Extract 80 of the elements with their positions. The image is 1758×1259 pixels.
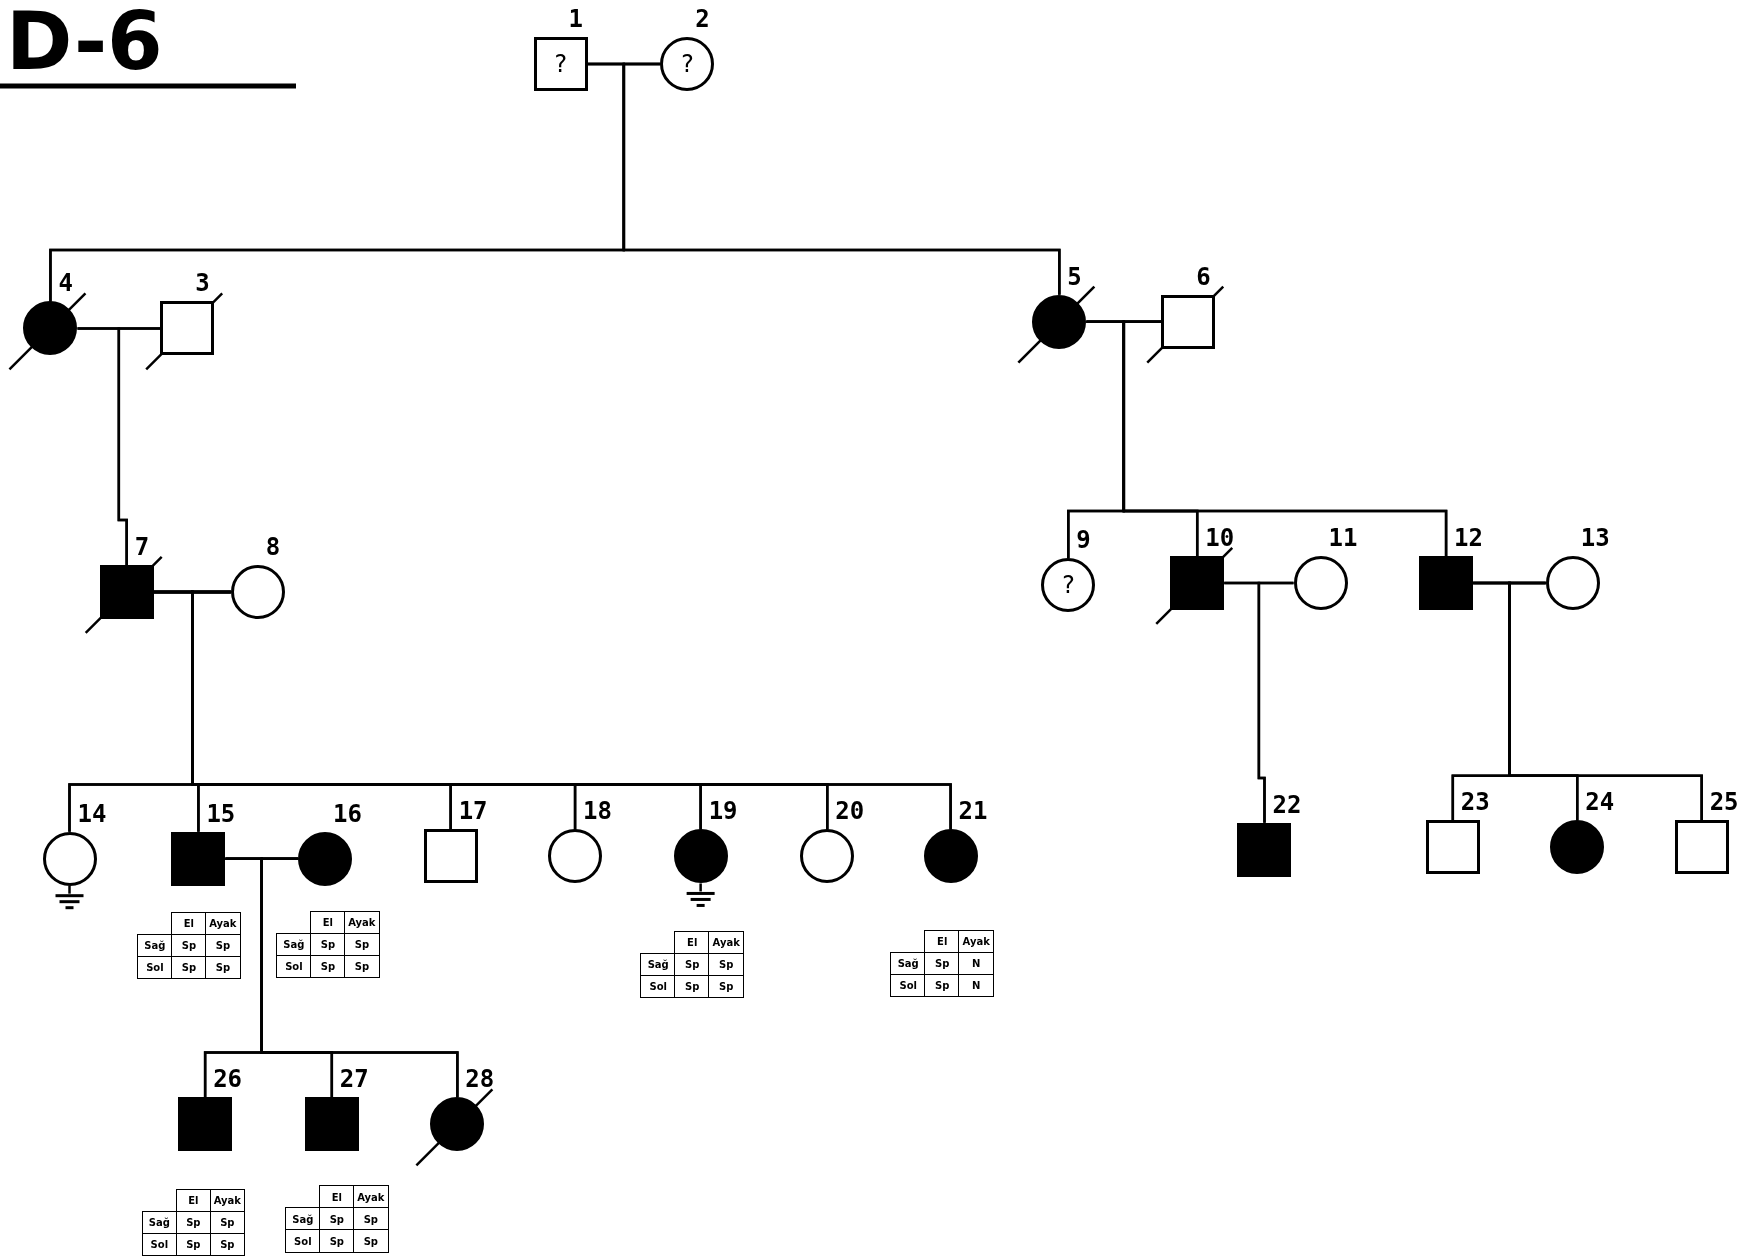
table-header-cell: Ayak <box>708 930 744 955</box>
individual-number: 26 <box>213 1067 243 1092</box>
individual-number: 9 <box>1076 528 1091 553</box>
male-symbol <box>1237 822 1292 877</box>
female-symbol <box>430 1097 485 1152</box>
individual-number: 22 <box>1272 792 1302 817</box>
table-cell: Sp <box>205 933 241 958</box>
table-cell: N <box>958 973 994 998</box>
descent-line <box>1508 581 1703 821</box>
individual-number: 18 <box>583 799 612 824</box>
table-cell: Sp <box>353 1229 389 1253</box>
individual-number: 1 <box>568 6 583 31</box>
male-symbol <box>99 564 154 619</box>
male-symbol <box>1419 555 1474 610</box>
individual-number: 24 <box>1585 790 1615 815</box>
individual-number: 3 <box>195 271 210 296</box>
table-row-header-cell: Sol <box>285 1229 321 1253</box>
individual-number: 28 <box>465 1067 495 1092</box>
table-header-cell: El <box>924 929 960 954</box>
male-symbol <box>533 36 588 91</box>
unknown-status-mark: ? <box>678 51 696 76</box>
individual-number: 16 <box>333 801 362 826</box>
table-row-header-cell: Sağ <box>640 952 676 977</box>
individual-number: 11 <box>1328 525 1358 550</box>
male-symbol <box>1161 294 1216 349</box>
descent-line <box>1257 581 1294 823</box>
pedigree-title: D-6 <box>6 2 163 82</box>
table-header-cell: El <box>674 930 710 955</box>
table-row-header-cell: Sağ <box>141 1210 178 1235</box>
male-symbol <box>171 831 226 886</box>
table-cell: Sp <box>344 932 380 957</box>
table-cell: Sp <box>205 955 241 980</box>
individual-number: 12 <box>1454 525 1483 550</box>
descent-line <box>117 327 161 565</box>
male-symbol <box>1674 820 1729 875</box>
individual-number: 7 <box>134 534 150 559</box>
individual-number: 6 <box>1196 264 1211 289</box>
individual-number: 10 <box>1205 525 1235 550</box>
individual-number: 8 <box>265 534 281 559</box>
table-cell: Sp <box>319 1229 355 1253</box>
individual-number: 14 <box>77 801 107 826</box>
individual-number: 27 <box>339 1067 369 1092</box>
individual-number: 21 <box>958 799 988 824</box>
male-symbol <box>1170 555 1225 610</box>
table-header-cell: Ayak <box>958 929 994 954</box>
unknown-status-mark: ? <box>1060 573 1077 598</box>
unknown-status-mark: ? <box>552 51 569 76</box>
table-cell: Sp <box>344 954 380 979</box>
table-row-header-cell: Sağ <box>890 951 926 976</box>
individual-number: 23 <box>1460 790 1490 815</box>
individual-number: 17 <box>458 799 488 824</box>
female-symbol <box>1032 294 1087 349</box>
individual-number: 25 <box>1709 790 1739 815</box>
table-row-header-cell: Sol <box>141 1232 178 1257</box>
male-symbol <box>304 1097 359 1152</box>
table-cell: Sp <box>708 952 744 977</box>
male-symbol <box>178 1097 233 1152</box>
male-symbol <box>160 301 215 356</box>
table-header-cell: Ayak <box>353 1185 389 1209</box>
individual-number: 13 <box>1580 525 1610 550</box>
female-symbol <box>23 301 78 356</box>
individual-number: 15 <box>206 801 236 826</box>
individual-number: 5 <box>1067 264 1082 289</box>
table-row-header-cell: Sağ <box>137 933 173 958</box>
male-symbol <box>1425 820 1480 875</box>
table-header-cell: El <box>175 1188 212 1213</box>
individual-number: 4 <box>58 271 73 296</box>
table-header-cell: Ayak <box>205 911 241 936</box>
table-header-cell: Ayak <box>344 910 380 935</box>
table-header-cell: Ayak <box>209 1188 246 1213</box>
table-row-header-cell: Sağ <box>276 932 312 957</box>
table-cell: Sp <box>708 974 744 999</box>
individual-number: 2 <box>695 6 710 31</box>
table-header-cell: El <box>310 910 346 935</box>
table-cell: N <box>958 951 994 976</box>
male-symbol <box>423 829 478 884</box>
table-header-cell: El <box>171 911 207 936</box>
individual-number: 20 <box>835 799 865 824</box>
individual-number: 19 <box>708 799 738 824</box>
table-cell: Sp <box>353 1207 389 1231</box>
